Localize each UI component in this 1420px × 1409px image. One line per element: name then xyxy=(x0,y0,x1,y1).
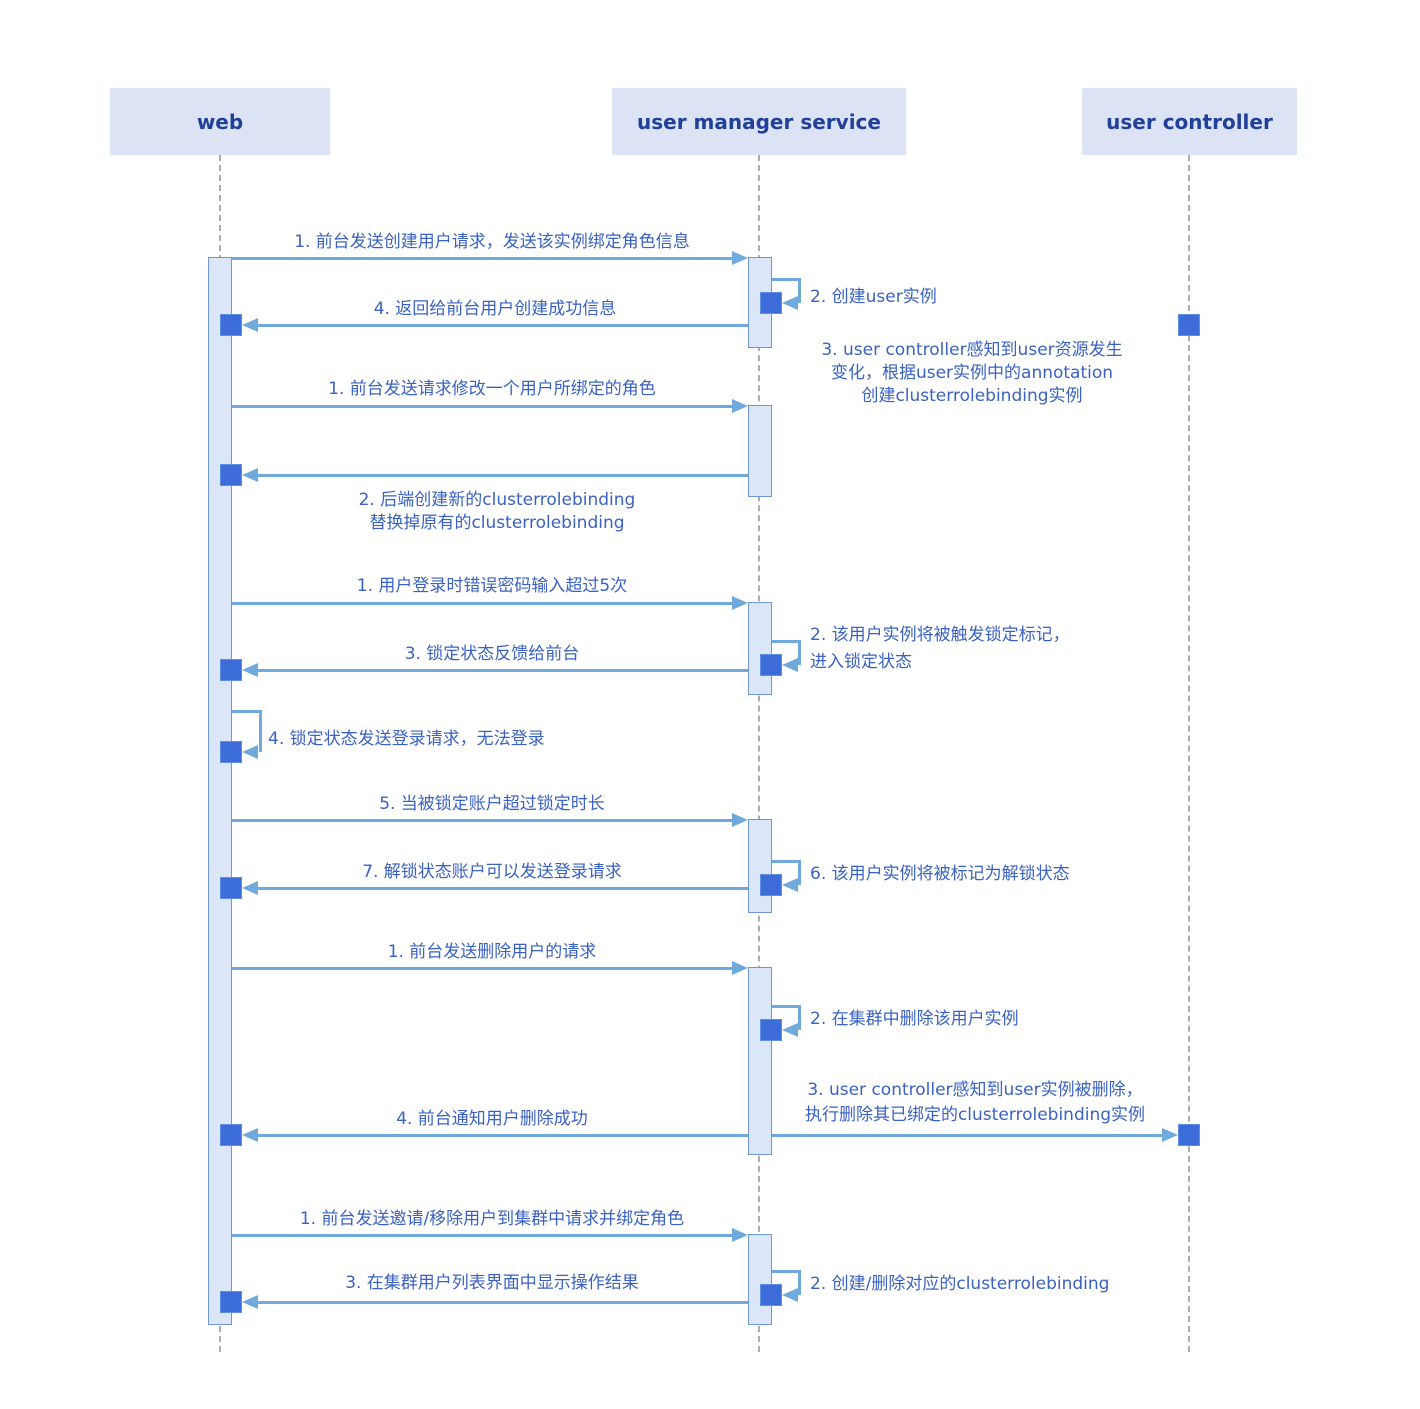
note-modify-role-line1: 2. 后端创建新的clusterrolebinding xyxy=(358,490,636,510)
message-delete-user-return: 4. 前台通知用户删除成功 xyxy=(396,1109,588,1129)
note-uc-watch-line1: 3. user controller感知到user资源发生 xyxy=(821,340,1123,360)
actor-user-controller-label: user controller xyxy=(1106,109,1273,134)
message-invite-remove-request: 1. 前台发送邀请/移除用户到集群中请求并绑定角色 xyxy=(299,1209,685,1229)
message-show-result: 3. 在集群用户列表界面中显示操作结果 xyxy=(345,1273,639,1293)
execution-square-web-locked-login xyxy=(220,741,242,763)
arrowhead-right-icon xyxy=(732,813,748,827)
arrowhead-left-icon xyxy=(782,296,798,310)
note-uc-watch-line3: 创建clusterrolebinding实例 xyxy=(861,386,1083,406)
arrow-create-user-return xyxy=(258,324,748,327)
arrowhead-left-icon xyxy=(242,318,258,332)
message-unlock-login: 7. 解锁状态账户可以发送登录请求 xyxy=(362,862,622,882)
self-loop-unlock-mark xyxy=(772,860,801,885)
actor-user-manager-service-label: user manager service xyxy=(637,109,881,134)
arrow-invite-remove-request xyxy=(232,1234,733,1237)
arrowhead-left-icon xyxy=(782,1288,798,1302)
actor-user-manager-service: user manager service xyxy=(612,88,906,155)
arrowhead-left-icon xyxy=(782,1023,798,1037)
actor-web-label: web xyxy=(196,109,244,134)
actor-web: web xyxy=(110,88,330,155)
execution-square-web-create xyxy=(220,314,242,336)
message-modify-role-request: 1. 前台发送请求修改一个用户所绑定的角色 xyxy=(328,379,656,399)
message-locked-login-attempt: 4. 锁定状态发送登录请求，无法登录 xyxy=(268,729,545,749)
self-loop-locked-login xyxy=(232,710,262,752)
arrowhead-left-icon xyxy=(242,745,258,759)
note-modify-role: 2. 后端创建新的clusterrolebinding 替换掉原有的cluste… xyxy=(359,489,636,535)
arrow-lock-feedback xyxy=(258,669,748,672)
activation-bar-ums-invite xyxy=(748,1234,772,1325)
message-unlock-mark: 6. 该用户实例将被标记为解锁状态 xyxy=(810,864,1070,884)
self-loop-lock-mark xyxy=(772,640,801,665)
arrow-lock-timeout xyxy=(232,819,733,822)
arrowhead-right-icon xyxy=(732,251,748,265)
message-create-user-return: 4. 返回给前台用户创建成功信息 xyxy=(373,299,617,319)
message-lock-timeout: 5. 当被锁定账户超过锁定时长 xyxy=(379,794,605,814)
execution-square-web-unlock xyxy=(220,877,242,899)
arrowhead-right-icon xyxy=(732,961,748,975)
message-wrong-password: 1. 用户登录时错误密码输入超过5次 xyxy=(356,576,628,596)
activation-bar-ums-lock xyxy=(748,602,772,695)
arrowhead-right-icon xyxy=(732,1228,748,1242)
arrow-delete-user-return xyxy=(258,1134,748,1137)
execution-square-web-delete xyxy=(220,1124,242,1146)
arrowhead-right-icon xyxy=(1162,1128,1178,1142)
arrow-wrong-password xyxy=(232,602,733,605)
note-lock-mark-line1: 2. 该用户实例将被触发锁定标记， xyxy=(810,625,1070,645)
execution-square-ums-unlock xyxy=(760,874,782,896)
execution-square-ums-create xyxy=(760,292,782,314)
arrowhead-left-icon xyxy=(242,1128,258,1142)
arrow-modify-role-request xyxy=(232,405,733,408)
arrow-unlock-login xyxy=(258,887,748,890)
arrowhead-right-icon xyxy=(732,596,748,610)
execution-square-web-lock xyxy=(220,659,242,681)
arrowhead-left-icon xyxy=(242,1295,258,1309)
self-loop-create-user xyxy=(772,278,801,303)
message-create-user-instance: 2. 创建user实例 xyxy=(810,287,937,307)
self-loop-crb-create-delete xyxy=(772,1270,801,1295)
message-delete-user-request: 1. 前台发送删除用户的请求 xyxy=(387,942,597,962)
arrowhead-left-icon xyxy=(242,468,258,482)
note-uc-delete: 3. user controller感知到user实例被删除， 执行删除其已绑定… xyxy=(805,1078,1145,1128)
activation-bar-ums-modify xyxy=(748,405,772,497)
note-uc-watch: 3. user controller感知到user资源发生 变化，根据user实… xyxy=(821,339,1122,408)
activation-bar-ums-delete xyxy=(748,967,772,1155)
message-lock-feedback: 3. 锁定状态反馈给前台 xyxy=(404,644,580,664)
activation-bar-web xyxy=(208,257,232,1325)
note-uc-delete-line1: 3. user controller感知到user实例被删除， xyxy=(807,1080,1143,1100)
execution-square-ums-delete xyxy=(760,1019,782,1041)
message-create-user-request: 1. 前台发送创建用户请求，发送该实例绑定角色信息 xyxy=(294,232,690,252)
lifeline-user-manager-service xyxy=(758,155,760,1352)
lifeline-user-controller xyxy=(1188,155,1190,1352)
note-lock-mark-line2: 进入锁定状态 xyxy=(810,652,912,672)
execution-square-ums-invite xyxy=(760,1284,782,1306)
arrowhead-left-icon xyxy=(242,881,258,895)
execution-square-web-modify xyxy=(220,464,242,486)
arrow-create-user-request xyxy=(232,257,733,260)
execution-square-uc-watch xyxy=(1178,314,1200,336)
arrow-delete-user-request xyxy=(232,967,733,970)
note-lock-mark: 2. 该用户实例将被触发锁定标记， 进入锁定状态 xyxy=(810,622,1070,676)
arrow-ums-to-uc-delete xyxy=(772,1134,1163,1137)
execution-square-web-invite xyxy=(220,1291,242,1313)
self-loop-delete-instance xyxy=(772,1005,801,1030)
activation-bar-ums-unlock xyxy=(748,819,772,913)
arrowhead-right-icon xyxy=(732,399,748,413)
note-uc-delete-line2: 执行删除其已绑定的clusterrolebinding实例 xyxy=(804,1105,1146,1125)
note-uc-watch-line2: 变化，根据user实例中的annotation xyxy=(830,363,1114,383)
execution-square-ums-lock xyxy=(760,654,782,676)
arrow-modify-role-return xyxy=(258,474,748,477)
message-delete-user-instance: 2. 在集群中删除该用户实例 xyxy=(810,1009,1019,1029)
arrowhead-left-icon xyxy=(242,663,258,677)
arrow-show-result xyxy=(258,1301,748,1304)
actor-user-controller: user controller xyxy=(1082,88,1297,155)
execution-square-uc-delete xyxy=(1178,1124,1200,1146)
arrowhead-left-icon xyxy=(782,878,798,892)
arrowhead-left-icon xyxy=(782,658,798,672)
message-crb-create-delete: 2. 创建/删除对应的clusterrolebinding xyxy=(810,1274,1110,1294)
note-modify-role-line2: 替换掉原有的clusterrolebinding xyxy=(369,513,625,533)
